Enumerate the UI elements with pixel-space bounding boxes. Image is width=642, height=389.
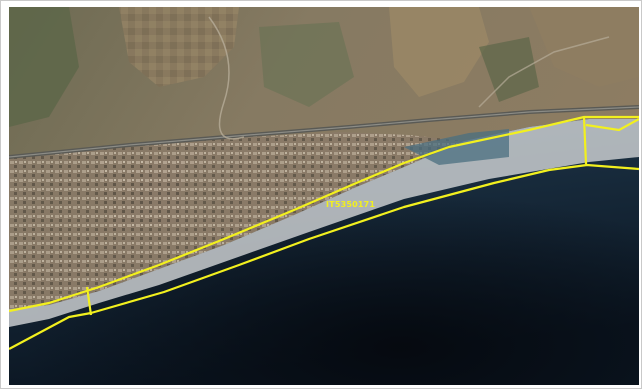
zone-boundary-inland-edge [9, 115, 639, 313]
vegetation-patch [259, 22, 354, 107]
road [9, 106, 639, 158]
zone-boundary-east-notch [585, 118, 639, 132]
zone-boundary-west-cut [85, 286, 93, 316]
road [478, 36, 610, 108]
harbor [404, 129, 509, 165]
zone-boundary-sea-edge [9, 163, 639, 350]
vegetation-patch [9, 7, 79, 127]
hill-patch [529, 7, 639, 87]
satellite-map-svg [9, 7, 639, 385]
vegetation-patch [479, 37, 539, 102]
satellite-map[interactable]: IT5350171 [9, 7, 639, 385]
zone-code-label: IT5350171 [326, 200, 376, 209]
road [208, 16, 245, 140]
zone-boundary [9, 115, 639, 350]
zone-boundary-east-cut [582, 116, 588, 165]
hill-patch [389, 7, 489, 97]
beach [9, 119, 639, 327]
hill-patch [119, 7, 239, 87]
urban-area [99, 157, 184, 232]
